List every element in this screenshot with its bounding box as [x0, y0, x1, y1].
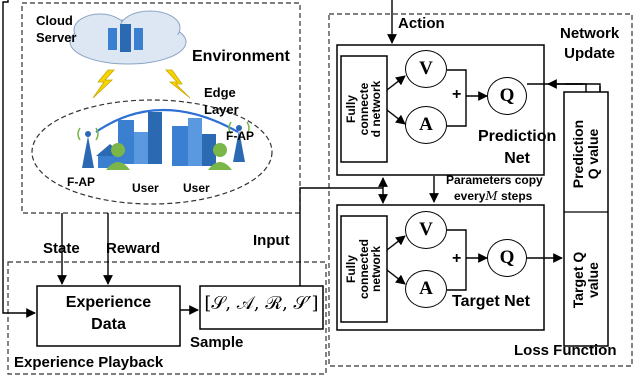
buildings-icon [96, 112, 216, 168]
lightning-icon-left [92, 69, 115, 99]
action-label: Action [398, 15, 445, 32]
target-q-value-label: Target Q value [570, 251, 601, 309]
loss-function-label: Loss Function [514, 342, 617, 359]
prediction-q-node: Q [487, 77, 527, 115]
target-fc-label: Fully connected network [344, 239, 384, 300]
fap-antenna-right-icon [228, 121, 250, 162]
sample-tuple: [𝒮, 𝒜, ℛ, 𝒮′] [204, 293, 319, 314]
target-a-node: A [405, 270, 447, 308]
target-net-label: Target Net [452, 293, 530, 310]
user-icon-right [208, 143, 232, 170]
state-label: State [43, 240, 80, 257]
prediction-net-label: Prediction Net [478, 128, 557, 167]
parameters-copy-label: Parameters copy everyM steps [446, 173, 543, 203]
lightning-icon-right [165, 69, 191, 99]
sample-label: Sample [190, 334, 244, 351]
reward-label: Reward [106, 240, 161, 257]
tuple-box [199, 285, 324, 330]
experience-data-label: Experience Data [65, 294, 152, 333]
prediction-plus: + [452, 86, 462, 103]
user-icon-left [106, 143, 130, 170]
input-label: Input [253, 232, 290, 249]
environment-label: Environment [192, 48, 290, 65]
q-value-box [563, 91, 609, 347]
prediction-a-node: A [405, 106, 447, 144]
edge-layer-label: Edge Layer [204, 85, 239, 117]
experience-data-box [36, 285, 181, 347]
fap-left-label: F-AP [67, 175, 95, 189]
fap-antenna-left-icon [77, 127, 99, 168]
environment-box [21, 2, 301, 214]
experience-playback-box [7, 261, 327, 375]
prediction-fc-label: Fully connecte d network [344, 80, 384, 138]
prediction-q-value-label: Prediction Q value [570, 119, 601, 189]
user-left-label: User [132, 181, 159, 195]
edge-layer-ellipse [31, 99, 273, 205]
target-plus: + [452, 250, 462, 267]
experience-playback-label: Experience Playback [14, 354, 164, 371]
user-right-label: User [183, 181, 210, 195]
target-q-node: Q [487, 239, 527, 277]
network-update-label: Network Update [560, 25, 620, 62]
cloud-icon [69, 10, 187, 65]
target-fc-box [340, 215, 388, 323]
prediction-v-node: V [405, 50, 447, 88]
prediction-fc-box [340, 55, 388, 163]
target-v-node: V [405, 211, 447, 249]
fap-right-label: F-AP [226, 129, 254, 143]
cloud-server-label: Cloud Server [36, 13, 77, 45]
